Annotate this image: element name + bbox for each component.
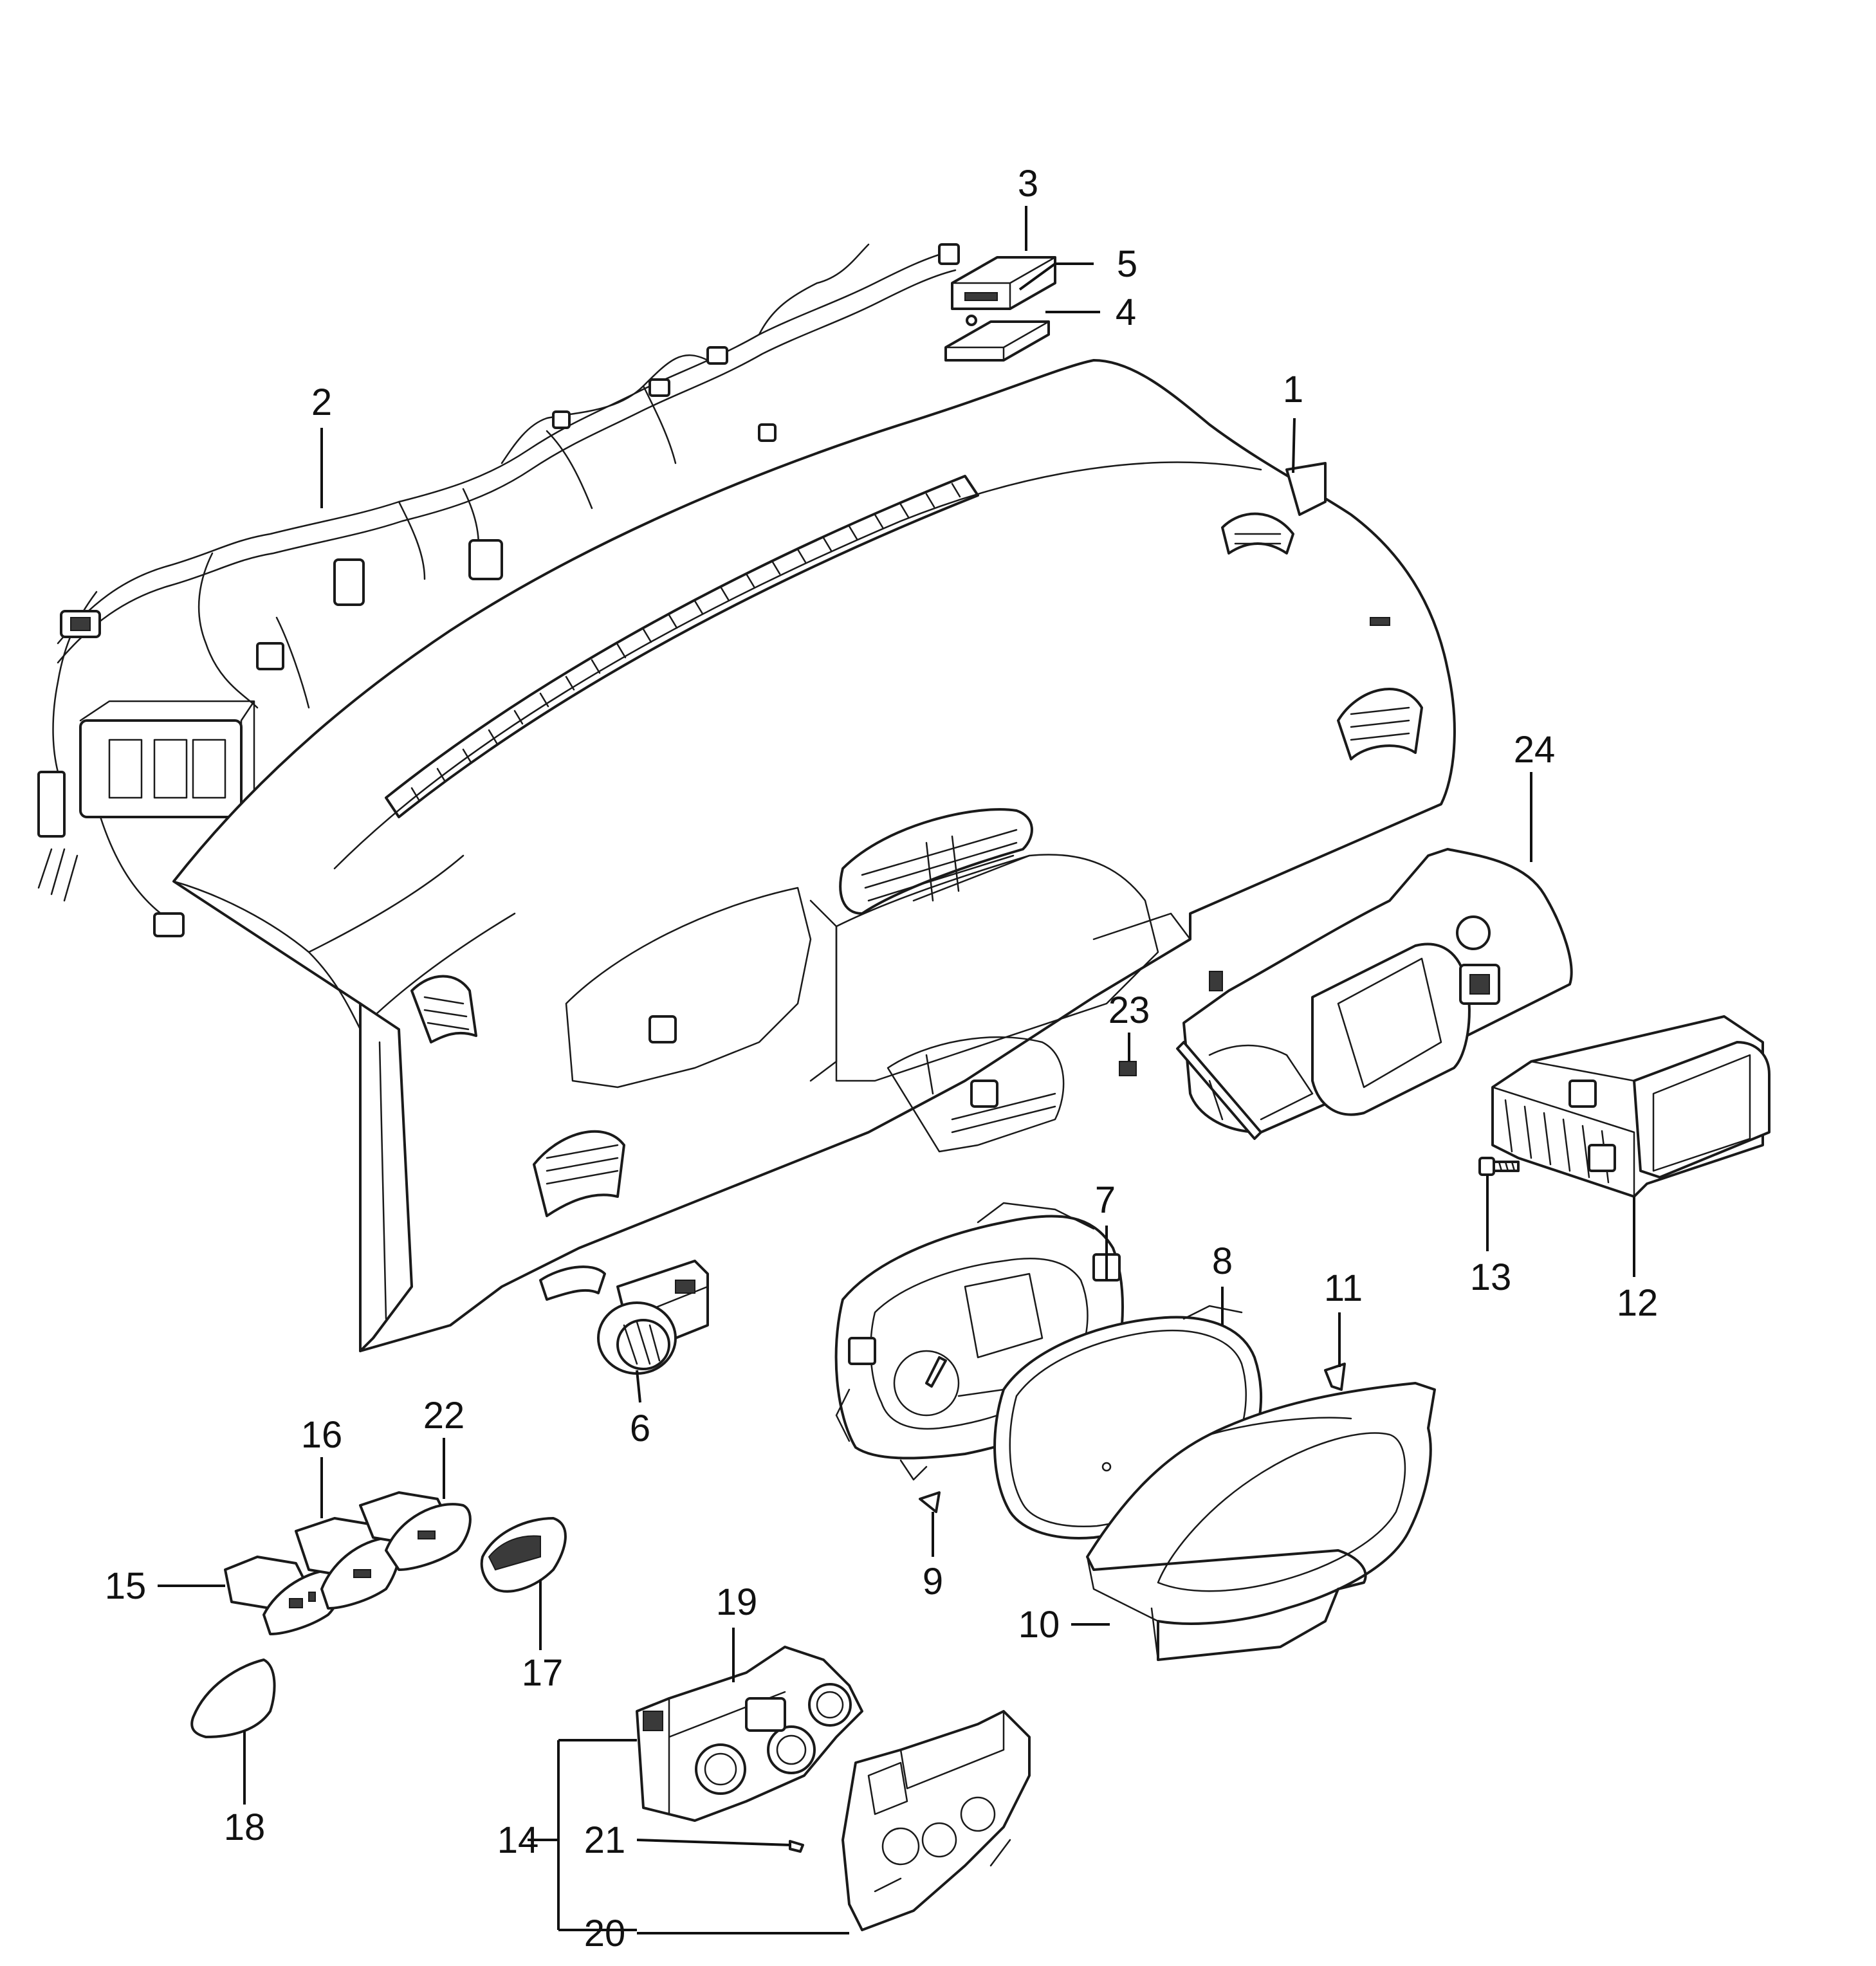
callout-16: 16 bbox=[301, 1414, 343, 1456]
part-switch-blank-18 bbox=[190, 1658, 276, 1738]
callout-9: 9 bbox=[923, 1561, 943, 1603]
callout-14: 14 bbox=[497, 1819, 539, 1861]
part-switch-blank-17 bbox=[480, 1517, 567, 1593]
callout-13: 13 bbox=[1470, 1256, 1512, 1298]
callout-18: 18 bbox=[224, 1806, 266, 1848]
leader-14 bbox=[557, 1739, 637, 1931]
part-instrument-panel bbox=[172, 359, 1456, 1352]
callout-21: 21 bbox=[584, 1819, 626, 1861]
part-cluster-bezel bbox=[1086, 1382, 1436, 1661]
callout-20: 20 bbox=[584, 1913, 626, 1954]
callout-8: 8 bbox=[1212, 1240, 1233, 1282]
part-screw-13 bbox=[1478, 1157, 1520, 1176]
leader-5 bbox=[1018, 262, 1094, 291]
part-screw-21 bbox=[789, 1840, 804, 1853]
callout-17: 17 bbox=[522, 1652, 564, 1694]
part-radio-display-unit bbox=[1491, 1015, 1770, 1198]
part-switch-bank bbox=[224, 1491, 472, 1635]
part-headlamp-switch bbox=[597, 1260, 709, 1375]
callout-labels: 1 2 3 4 5 6 7 8 9 10 11 12 13 14 15 16 1… bbox=[105, 163, 1659, 1954]
callout-24: 24 bbox=[1514, 729, 1556, 771]
leader-21 bbox=[636, 1839, 792, 1846]
callout-11: 11 bbox=[1324, 1267, 1363, 1309]
callout-2: 2 bbox=[311, 381, 332, 423]
callout-15: 15 bbox=[105, 1565, 147, 1607]
leader-1 bbox=[1292, 418, 1296, 473]
part-hvac-bezel bbox=[841, 1710, 1031, 1931]
callout-7: 7 bbox=[1095, 1179, 1116, 1221]
callout-6: 6 bbox=[630, 1408, 650, 1449]
callout-3: 3 bbox=[1018, 163, 1038, 205]
part-wiring-harness bbox=[37, 243, 960, 937]
part-hvac-control bbox=[636, 1646, 863, 1822]
callout-12: 12 bbox=[1617, 1282, 1659, 1324]
leader-lines bbox=[158, 206, 1635, 1934]
callout-22: 22 bbox=[423, 1395, 465, 1437]
callout-1: 1 bbox=[1283, 369, 1303, 410]
callout-5: 5 bbox=[1117, 243, 1137, 285]
leader-6 bbox=[636, 1370, 641, 1403]
part-small-clip-23 bbox=[1119, 1061, 1137, 1076]
part-screw-9 bbox=[919, 1491, 941, 1513]
callout-19: 19 bbox=[716, 1581, 758, 1623]
part-clip-11 bbox=[1324, 1363, 1346, 1391]
part-module-3-4-5 bbox=[944, 256, 1056, 362]
part-center-display-bezel bbox=[1176, 848, 1573, 1140]
defroster-grille-slats bbox=[410, 482, 961, 802]
callout-23: 23 bbox=[1108, 989, 1150, 1031]
callout-10: 10 bbox=[1018, 1604, 1060, 1646]
callout-4: 4 bbox=[1116, 291, 1136, 333]
